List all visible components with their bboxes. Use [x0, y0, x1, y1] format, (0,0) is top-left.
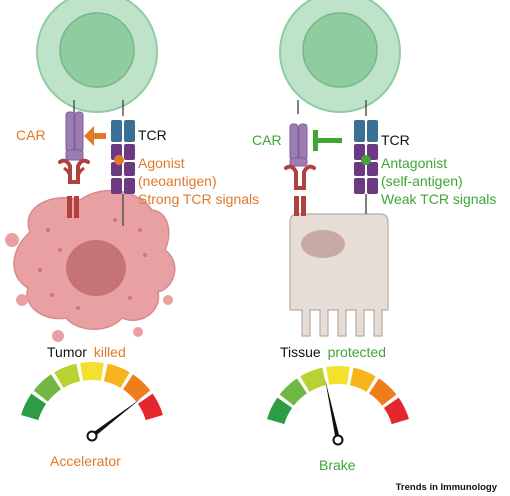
- tumor-speckles: [38, 218, 147, 310]
- tissue-nucleus: [301, 230, 345, 258]
- right-signal-line: Antagonist: [381, 155, 447, 171]
- gauge-hub: [332, 434, 344, 446]
- tumor-nucleus: [66, 240, 126, 296]
- tissue-cell: [289, 213, 389, 337]
- gauge-segment: [123, 374, 151, 402]
- gauge-segment: [349, 367, 376, 392]
- tumor-fragment: [133, 327, 143, 337]
- gauge-segment: [267, 397, 293, 425]
- right-tcr-label: TCR: [381, 132, 410, 148]
- left-tcr-receptor: [111, 120, 135, 194]
- right-antigen-stem: [301, 196, 306, 216]
- left-panel: CAR TCR Agonist (neoantigen) Strong TCR …: [5, 0, 259, 469]
- brake-gauge: [267, 366, 409, 446]
- right-t-cell-nucleus: [302, 12, 378, 88]
- left-signal-line: Agonist: [138, 155, 185, 171]
- tumor-fragment: [5, 233, 19, 247]
- left-signal-line: Strong TCR signals: [138, 191, 259, 207]
- right-car-receptor: [289, 123, 308, 167]
- gauge-needle: [325, 379, 341, 441]
- left-tcr-label: TCR: [138, 127, 167, 143]
- accelerator-label: Accelerator: [50, 453, 121, 469]
- right-signal-line: Weak TCR signals: [381, 191, 496, 207]
- gauge-segment: [369, 378, 397, 406]
- left-car-receptor: [65, 111, 84, 161]
- right-antigen-stem: [294, 196, 299, 216]
- accelerator-arrow-icon: [84, 126, 106, 146]
- gauge-segment: [103, 363, 130, 388]
- brake-inhibit-icon: [313, 130, 342, 151]
- gauge-segment: [80, 362, 104, 381]
- left-signal-line: (neoantigen): [138, 173, 217, 189]
- accelerator-gauge: [21, 362, 163, 442]
- gauge-segment: [33, 374, 61, 402]
- gauge-hub: [86, 430, 98, 442]
- left-antigen-stem: [74, 196, 79, 218]
- gauge-segment: [54, 363, 81, 388]
- journal-credit: Trends in Immunology: [396, 482, 498, 493]
- right-antigen: [284, 164, 316, 190]
- brake-label: Brake: [319, 457, 356, 473]
- left-antigen: [58, 158, 90, 184]
- tumor-fragment: [163, 295, 173, 305]
- left-antigen-lower: [63, 166, 85, 179]
- gauge-segment: [137, 393, 163, 421]
- gauge-segment: [300, 367, 327, 392]
- left-peptide-dot: [114, 155, 124, 165]
- left-car-label: CAR: [16, 127, 46, 143]
- gauge-segment: [326, 366, 350, 385]
- right-outcome: Tissue protected: [280, 344, 386, 360]
- tumor-fragment: [52, 330, 64, 342]
- left-outcome: Tumor killed: [47, 344, 126, 360]
- left-antigen-stem: [67, 196, 72, 218]
- gauge-segment: [279, 378, 307, 406]
- right-panel: CAR TCR Antagonist (self-antigen) Weak T…: [252, 0, 496, 473]
- right-peptide-dot: [361, 155, 371, 165]
- right-signal-line: (self-antigen): [381, 173, 463, 189]
- gauge-segment: [383, 397, 409, 425]
- right-car-label: CAR: [252, 132, 282, 148]
- left-t-cell-nucleus: [59, 12, 135, 88]
- tumor-fragment: [151, 223, 165, 237]
- gauge-needle: [90, 398, 142, 438]
- gauge-segment: [21, 393, 47, 421]
- right-tcr-receptor: [354, 120, 378, 194]
- tumor-fragment: [16, 294, 28, 306]
